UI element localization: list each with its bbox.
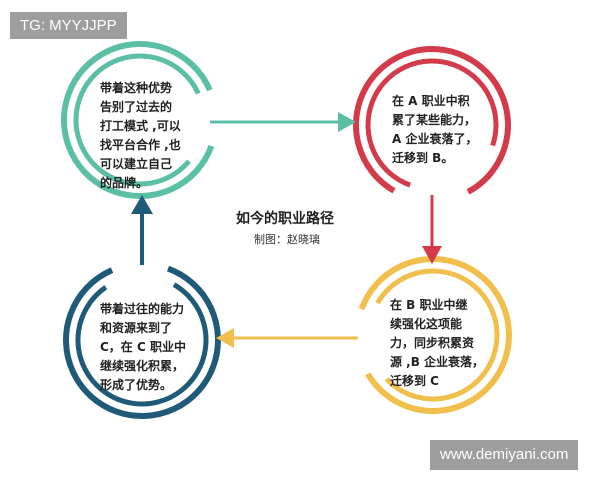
yellow-circle — [354, 256, 512, 414]
watermark-top: TG: MYYJJPP — [10, 12, 127, 39]
node-yellow-text: 在 B 职业中继 续强化这项能 力，同步积累资 源 ,B 企业衰落， 迁移到 C — [390, 298, 485, 388]
blue-circle — [63, 261, 221, 419]
arrow-right — [210, 112, 356, 132]
node-green-text: 带着这种优势 告别了过去的 打工模式 ,可以 找平台合作 ,也 可以建立自己 的… — [100, 81, 181, 190]
diagram-title: 如今的职业路径 — [236, 211, 334, 227]
green-circle — [61, 41, 219, 199]
node-blue-text: 带着过往的能力 和资源来到了 C，在 C 职业中 继续强化积累， 形成了优势。 — [100, 302, 186, 392]
arrow-down — [422, 195, 442, 264]
arrow-up — [131, 195, 153, 265]
arrow-left — [216, 328, 358, 348]
node-red-text: 在 A 职业中积 累了某些能力， A 企业衰落了， 迁移到 B。 — [392, 94, 478, 165]
watermark-bottom: www.demiyani.com — [430, 440, 579, 470]
diagram-subtitle: 制图：赵晓璃 — [254, 233, 320, 246]
